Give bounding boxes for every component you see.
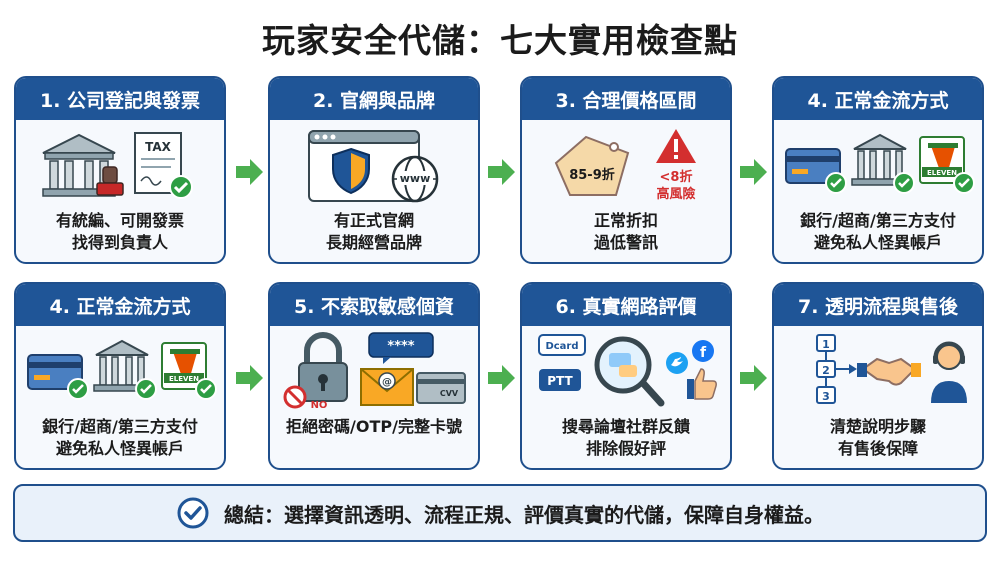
check-circle-icon <box>177 497 209 529</box>
card-heading: 4. 正常金流方式 <box>16 284 224 326</box>
arrow-right-icon <box>740 159 767 185</box>
card-illustration: 85-9折 <8折 高風險 <box>522 120 730 210</box>
card-illustration: Dcard PTT f <box>522 326 730 416</box>
arrow-right-icon <box>236 159 263 185</box>
step-1-label: 1 <box>822 338 830 351</box>
credit-card-icon <box>27 354 83 390</box>
warning-icon <box>656 129 696 163</box>
password-stars: **** <box>387 339 414 354</box>
card-description: 銀行/超商/第三方支付 避免私人怪異帳戶 <box>800 211 956 252</box>
check-icon <box>953 172 975 194</box>
card-illustration: NO **** @ CVV <box>270 326 478 416</box>
card-heading: 4. 正常金流方式 <box>774 78 982 120</box>
check-icon <box>195 378 217 400</box>
credit-card-icon <box>785 148 841 184</box>
summary-banner: 總結：選擇資訊透明、流程正規、評價真實的代儲，保障自身權益。 <box>13 484 987 542</box>
steps-flow-icon: 1 2 3 <box>816 334 857 404</box>
arrow-right-icon <box>236 365 263 391</box>
card-reasonable-price: 3. 合理價格區間 85-9折 <8折 高風險 正常折扣 過低警訊 <box>520 76 732 264</box>
card-heading: 3. 合理價格區間 <box>522 78 730 120</box>
page-title: 玩家安全代儲：七大實用檢查點 <box>262 21 738 60</box>
card-description: 拒絕密碼/OTP/完整卡號 <box>286 417 462 436</box>
card-illustration: TAX <box>16 120 224 210</box>
thumbs-up-icon <box>687 368 717 400</box>
store-logo-text: ELEVEN <box>927 169 957 177</box>
arrow-right-icon <box>488 365 515 391</box>
price-tag-label: 85-9折 <box>569 167 615 183</box>
twitter-icon <box>666 352 688 374</box>
card-heading: 1. 公司登記與發票 <box>16 78 224 120</box>
card-real-reviews: 6. 真實網路評價 Dcard PTT f <box>520 282 732 470</box>
summary-text: 總結：選擇資訊透明、流程正規、評價真實的代儲，保障自身權益。 <box>224 502 824 527</box>
cvv-label: CVV <box>440 389 459 398</box>
magnifier-icon <box>594 336 665 407</box>
bank-icon <box>93 339 151 392</box>
check-icon <box>67 378 89 400</box>
stamp-icon <box>96 166 124 196</box>
convenience-store-logo-icon: ELEVEN <box>161 342 207 390</box>
card-website-brand: 2. 官網與品牌 www 有正式官網 長期經營品牌 <box>268 76 480 264</box>
check-icon <box>169 175 193 199</box>
card-illustration: 1 2 3 <box>774 326 982 416</box>
card-description: 搜尋論壇社群反饋 排除假好評 <box>561 417 690 458</box>
credit-card-icon: CVV <box>416 372 466 404</box>
tax-document-icon: TAX <box>134 132 182 194</box>
card-heading: 7. 透明流程與售後 <box>774 284 982 326</box>
warning-threshold: <8折 <box>660 169 693 185</box>
card-illustration: ELEVEN <box>16 326 224 416</box>
card-description: 清楚說明步驟 有售後保障 <box>829 417 926 458</box>
envelope-icon: @ <box>360 368 414 406</box>
store-logo-text: ELEVEN <box>169 375 199 383</box>
padlock-icon <box>298 332 348 402</box>
support-agent-icon <box>931 341 967 403</box>
tax-label: TAX <box>145 140 172 154</box>
card-illustration: ELEVEN <box>774 120 982 210</box>
card-heading: 2. 官網與品牌 <box>270 78 478 120</box>
facebook-icon: f <box>692 340 714 362</box>
arrow-right-icon <box>740 365 767 391</box>
card-no-sensitive-data: 5. 不索取敏感個資 NO **** @ <box>268 282 480 470</box>
check-icon <box>135 378 157 400</box>
card-description: 有正式官網 長期經營品牌 <box>325 211 422 252</box>
card-heading: 6. 真實網路評價 <box>522 284 730 326</box>
password-bubble-icon: **** <box>368 332 434 364</box>
check-icon <box>893 172 915 194</box>
ptt-label: PTT <box>547 374 573 388</box>
card-description: 有統編、可開發票 找得到負責人 <box>55 211 184 252</box>
prohibited-icon: NO <box>283 385 328 411</box>
www-label: www <box>400 172 431 185</box>
shield-icon <box>332 147 370 195</box>
card-transparent-process: 7. 透明流程與售後 1 2 3 <box>772 282 984 470</box>
handshake-icon <box>857 357 921 386</box>
card-heading: 5. 不索取敏感個資 <box>270 284 478 326</box>
no-label: NO <box>311 400 328 411</box>
ptt-logo-icon: PTT <box>539 369 581 391</box>
check-icon <box>825 172 847 194</box>
card-description: 銀行/超商/第三方支付 避免私人怪異帳戶 <box>42 417 198 458</box>
dcard-logo-icon: Dcard <box>538 334 586 356</box>
card-payment-methods: 4. 正常金流方式 <box>14 282 226 470</box>
globe-icon: www <box>391 155 439 203</box>
arrow-right-icon <box>488 159 515 185</box>
svg-text:@: @ <box>382 377 392 388</box>
convenience-store-logo-icon: ELEVEN <box>919 136 965 184</box>
card-description: 正常折扣 過低警訊 <box>593 211 658 252</box>
warning-risk: 高風險 <box>656 186 695 202</box>
step-3-label: 3 <box>822 390 830 403</box>
dcard-label: Dcard <box>545 341 578 352</box>
price-tag-icon: 85-9折 <box>554 135 630 196</box>
svg-text:f: f <box>700 345 707 361</box>
card-company-registration: 1. 公司登記與發票 TAX <box>14 76 226 264</box>
card-illustration: www <box>270 120 478 210</box>
step-2-label: 2 <box>822 364 830 377</box>
bank-icon <box>851 133 909 186</box>
card-payment-methods: 4. 正常金流方式 <box>772 76 984 264</box>
